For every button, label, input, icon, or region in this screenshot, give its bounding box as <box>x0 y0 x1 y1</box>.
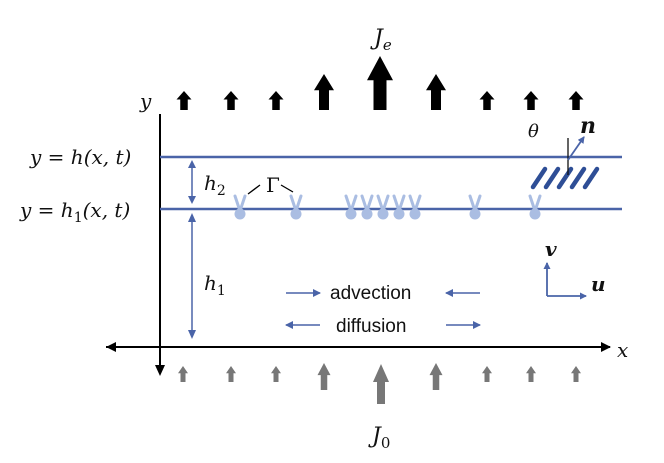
y-axis-bottom-arrowhead <box>155 365 165 376</box>
surfactant-particles <box>233 194 542 220</box>
top-flux-arrows <box>176 56 584 110</box>
up-arrow-icon <box>523 91 539 110</box>
advection-label: advection <box>330 283 411 304</box>
tilted-particle-mark <box>556 166 574 190</box>
up-arrow-icon <box>373 364 389 404</box>
h2-label: h2 <box>204 171 226 199</box>
up-arrow-icon <box>317 363 331 390</box>
u-vector-label: u <box>591 272 606 296</box>
up-arrow-icon <box>223 91 239 110</box>
v-vector-label: v <box>545 237 557 261</box>
tilted-particle-mark <box>543 166 561 190</box>
top-surface-label: y = h(x, t) <box>29 145 131 169</box>
tilted-particle-mark <box>569 166 587 190</box>
middle-surface-label: y = h1(x, t) <box>19 198 130 226</box>
diffusion-label: diffusion <box>336 316 406 337</box>
gamma-leader-right <box>280 184 294 193</box>
y-shaped-particle-icon <box>289 194 303 220</box>
up-arrow-icon <box>426 74 446 110</box>
tilted-particle-mark <box>582 166 600 190</box>
y-shaped-particle-icon <box>360 194 374 220</box>
up-arrow-icon <box>526 366 536 382</box>
up-arrow-icon <box>178 366 188 382</box>
y-shaped-particle-icon <box>376 194 390 220</box>
up-arrow-icon <box>226 366 236 382</box>
x-axis-left-arrowhead <box>106 342 116 352</box>
y-shaped-particle-icon <box>408 194 422 220</box>
y-shaped-particle-icon <box>468 194 482 220</box>
x-axis-label: x <box>617 338 628 362</box>
y-shaped-particle-icon <box>392 194 406 220</box>
up-arrow-icon <box>176 91 192 110</box>
up-arrow-icon <box>482 366 492 382</box>
tilted-particles-group <box>530 166 600 190</box>
gamma-label: Γ <box>266 173 280 197</box>
up-arrow-icon <box>367 56 393 110</box>
theta-label: θ <box>528 121 539 142</box>
up-arrow-icon <box>568 91 584 110</box>
gamma-leader-left <box>247 184 261 195</box>
up-arrow-icon <box>314 74 334 110</box>
y-axis-label: y <box>139 89 152 113</box>
up-arrow-icon <box>429 363 443 390</box>
up-arrow-icon <box>268 91 284 110</box>
up-arrow-icon <box>479 91 495 110</box>
up-arrow-icon <box>571 366 581 382</box>
j0-label: J0 <box>368 424 390 452</box>
h1-label: h1 <box>204 271 226 299</box>
y-shaped-particle-icon <box>233 194 247 220</box>
h1-arrow-bottom <box>188 330 196 339</box>
bottom-flux-arrows <box>178 363 581 404</box>
h1-arrow-top <box>188 213 196 222</box>
up-arrow-icon <box>271 366 281 382</box>
je-label: Je <box>370 26 392 54</box>
normal-vector-arrow <box>567 136 585 161</box>
h2-arrow-bottom <box>188 196 196 204</box>
y-shaped-particle-icon <box>344 194 358 220</box>
y-shaped-particle-icon <box>528 194 542 220</box>
h2-arrow-top <box>188 160 196 168</box>
normal-vector-label: n <box>580 113 596 139</box>
tilted-particle-mark <box>530 166 548 190</box>
